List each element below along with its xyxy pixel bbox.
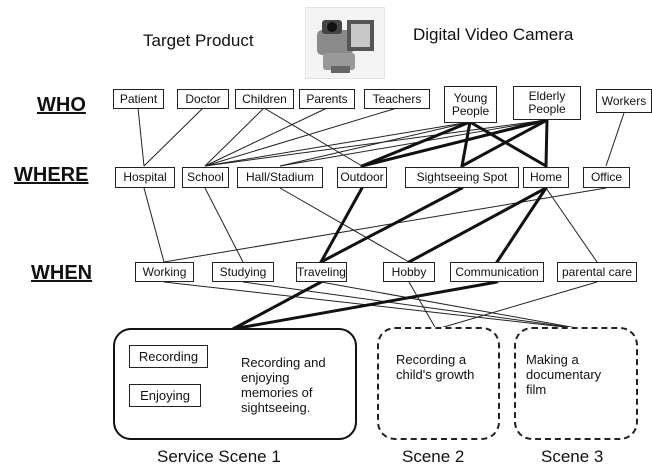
recording-button[interactable]: Recording — [129, 345, 208, 368]
when-box-communication: Communication — [450, 262, 544, 282]
who-box-workers: Workers — [596, 89, 652, 113]
scene-3-box — [514, 327, 638, 440]
row-header-when: WHEN — [31, 262, 93, 284]
who-box-elderly-people: Elderly People — [513, 86, 581, 120]
scene-2-description: Recording a child's growth — [396, 352, 475, 382]
who-box-patient: Patient — [113, 89, 164, 109]
when-box-studying: Studying — [212, 262, 274, 282]
where-box-hall-stadium: Hall/Stadium — [237, 167, 323, 188]
who-box-children: Children — [235, 89, 294, 109]
row-header-where: WHERE — [14, 164, 89, 186]
scene-3-description: Making a documentary film — [526, 352, 602, 397]
when-box-traveling: Traveling — [296, 262, 347, 282]
scene-2-box — [377, 327, 500, 440]
where-box-hospital: Hospital — [115, 167, 175, 188]
where-box-school: School — [182, 167, 229, 188]
video-camera-photo-icon — [305, 7, 385, 79]
where-box-outdoor: Outdoor — [337, 167, 387, 188]
where-box-home: Home — [523, 167, 569, 188]
who-box-teachers: Teachers — [364, 89, 430, 109]
enjoying-button[interactable]: Enjoying — [129, 384, 201, 407]
who-box-parents: Parents — [299, 89, 355, 109]
product-name-label: Digital Video Camera — [413, 25, 574, 44]
scene-2-caption: Scene 2 — [402, 447, 465, 466]
row-header-who: WHO — [37, 94, 86, 116]
scene-1-description: Recording and enjoying memories of sight… — [241, 355, 326, 415]
who-box-doctor: Doctor — [177, 89, 229, 109]
when-box-hobby: Hobby — [383, 262, 435, 282]
when-box-working: Working — [135, 262, 194, 282]
scene-3-caption: Scene 3 — [541, 447, 604, 466]
where-box-sightseeing-spot: Sightseeing Spot — [405, 167, 519, 188]
service-scene-1-caption: Service Scene 1 — [157, 447, 281, 466]
where-box-office: Office — [583, 167, 630, 188]
who-box-young-people: Young People — [444, 86, 497, 123]
when-box-parental-care: parental care — [557, 262, 637, 282]
target-product-label: Target Product — [143, 31, 254, 50]
